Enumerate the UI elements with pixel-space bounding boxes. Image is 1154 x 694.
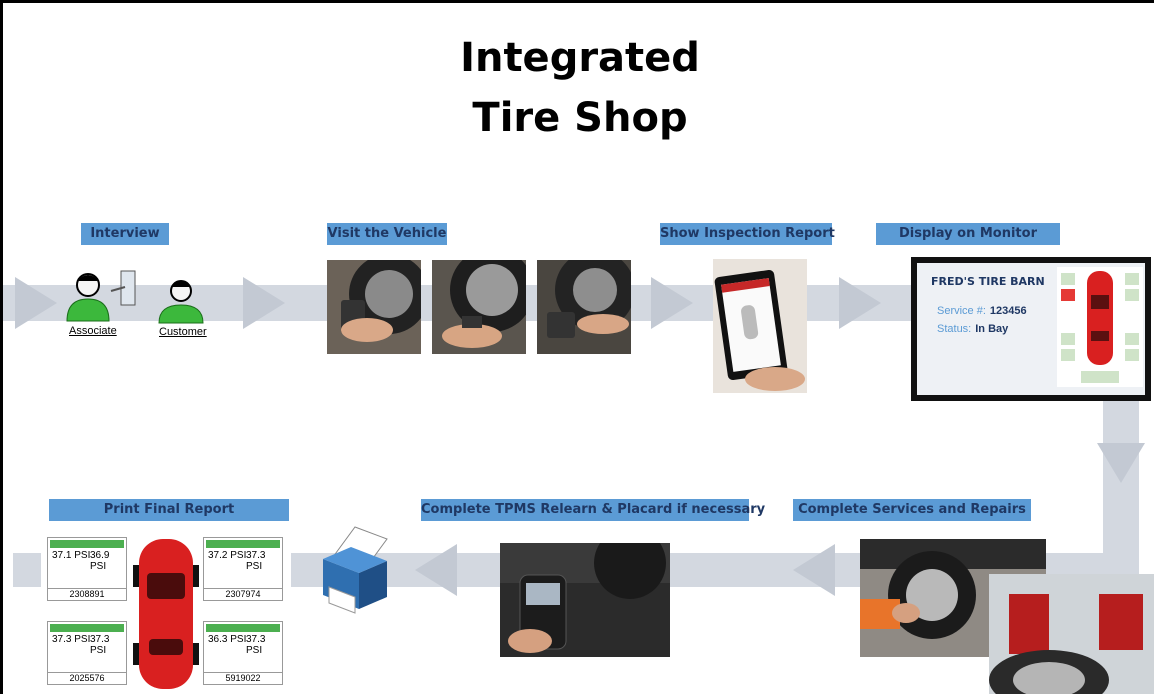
tire-card-rear-right: 36.3 PSI 37.3 PSI 5919022 [203,621,283,685]
right-flow-band [1103,401,1139,571]
status-value: In Bay [975,323,1009,335]
psi-reading: 37.3 PSI [246,550,266,572]
tpms-tool-photo [500,543,670,657]
sensor-id: 2308891 [48,588,126,599]
psi-reading: 37.3 PSI [246,634,266,656]
tire-card-front-right: 37.2 PSI 37.3 PSI 2307974 [203,537,283,601]
step-interview: Interview [81,223,169,245]
psi-reading: 37.1 PSI [52,550,91,561]
flow-arrow-left [793,544,835,596]
tire-gauge-photo [327,260,421,354]
tire-tread-photo [537,260,631,354]
flow-arrow-left [415,544,457,596]
sensor-id: 2025576 [48,672,126,683]
people-icons [66,270,204,324]
psi-reading: 36.3 PSI [208,634,247,645]
service-number: Service #:123456 [937,305,1027,317]
flow-arrow [651,277,693,329]
tire-sensor-photo [432,260,526,354]
flow-arrow [15,277,57,329]
service-label: Service #: [937,305,986,317]
title-line-2: Tire Shop [472,95,688,141]
psi-reading: 37.3 PSI [90,634,110,656]
step-print-report: Print Final Report [49,499,289,521]
customer-icon [158,280,204,324]
step-display-monitor: Display on Monitor [876,223,1060,245]
sensor-id: 2307974 [204,588,282,599]
psi-reading: 37.3 PSI [52,634,91,645]
flow-arrow [839,277,881,329]
tablet-report-photo [713,259,807,393]
step-show-report: Show Inspection Report [660,223,835,245]
flow-arrow-down [1097,443,1145,483]
tire-card-rear-left: 37.3 PSI 37.3 PSI 2025576 [47,621,127,685]
monitor-screen: FRED'S TIRE BARN Service #:123456 Status… [917,263,1145,395]
service-value: 123456 [989,305,1027,317]
psi-reading: 36.9 PSI [90,550,110,572]
monitor-car-diagram [1057,267,1143,387]
customer-caption: Customer [159,326,207,338]
step-services-repairs: Complete Services and Repairs [793,499,1031,521]
sensor-id: 5919022 [204,672,282,683]
final-report: 37.1 PSI 36.9 PSI 2308891 37.2 PSI 37.3 … [41,531,291,693]
step-tpms-relearn: Complete TPMS Relearn & Placard if neces… [421,499,765,521]
associate-icon [66,273,110,322]
door-icon [110,270,136,306]
title-line-1: Integrated [460,35,700,81]
flow-arrow [243,277,285,329]
printer-icon [323,526,388,614]
status: Status:In Bay [937,323,1008,335]
step-visit-vehicle: Visit the Vehicle [327,223,447,245]
associate-caption: Associate [69,325,117,337]
report-car-diagram [133,539,199,689]
tire-changer-photo [989,574,1154,694]
shop-monitor: FRED'S TIRE BARN Service #:123456 Status… [911,257,1151,401]
tire-card-front-left: 37.1 PSI 36.9 PSI 2308891 [47,537,127,601]
status-label: Status: [937,323,972,335]
psi-reading: 37.2 PSI [208,550,247,561]
shop-name: FRED'S TIRE BARN [931,275,1045,288]
